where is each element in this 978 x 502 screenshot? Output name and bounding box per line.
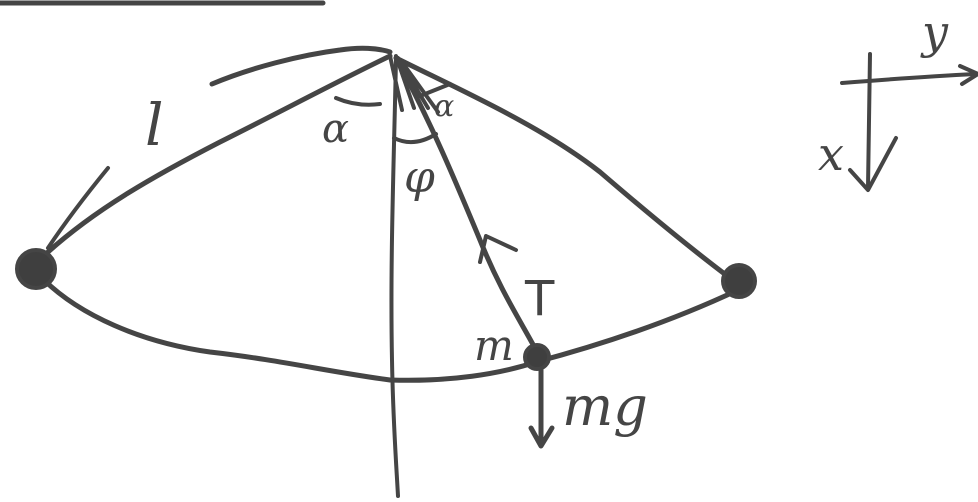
axis-x-line — [866, 52, 872, 190]
left-rope — [45, 53, 393, 255]
axis-x-arrowhead — [848, 136, 898, 192]
pendulum-string — [393, 55, 539, 353]
alpha-left-label: α — [322, 106, 349, 152]
right-rope — [393, 55, 733, 281]
length-indicator-line — [209, 45, 393, 87]
axis-y-line — [840, 72, 977, 85]
axis-x-label: x — [818, 127, 844, 181]
weight-arrow-head — [528, 425, 555, 449]
axis-y-label: y — [920, 5, 949, 59]
pivot-strokes — [388, 54, 440, 114]
alpha-right-label: α — [434, 89, 454, 124]
phi-arc — [392, 132, 438, 145]
phi-label: φ — [404, 152, 435, 203]
left-extension-line — [46, 166, 110, 250]
alpha-left-arc — [334, 96, 382, 107]
weight-label: mg — [562, 375, 648, 438]
bottom-string — [41, 277, 741, 383]
right-mass — [721, 263, 757, 299]
length-label: l — [145, 91, 164, 159]
middle-mass — [523, 343, 551, 371]
mass-label: m — [474, 321, 514, 370]
vertical-reference-line — [389, 56, 400, 498]
axis-y-arrowhead — [958, 64, 978, 86]
left-mass — [15, 248, 57, 290]
alpha-right-arc — [418, 82, 452, 98]
tension-label: T — [524, 271, 555, 327]
tension-arrow-mark — [478, 234, 518, 264]
